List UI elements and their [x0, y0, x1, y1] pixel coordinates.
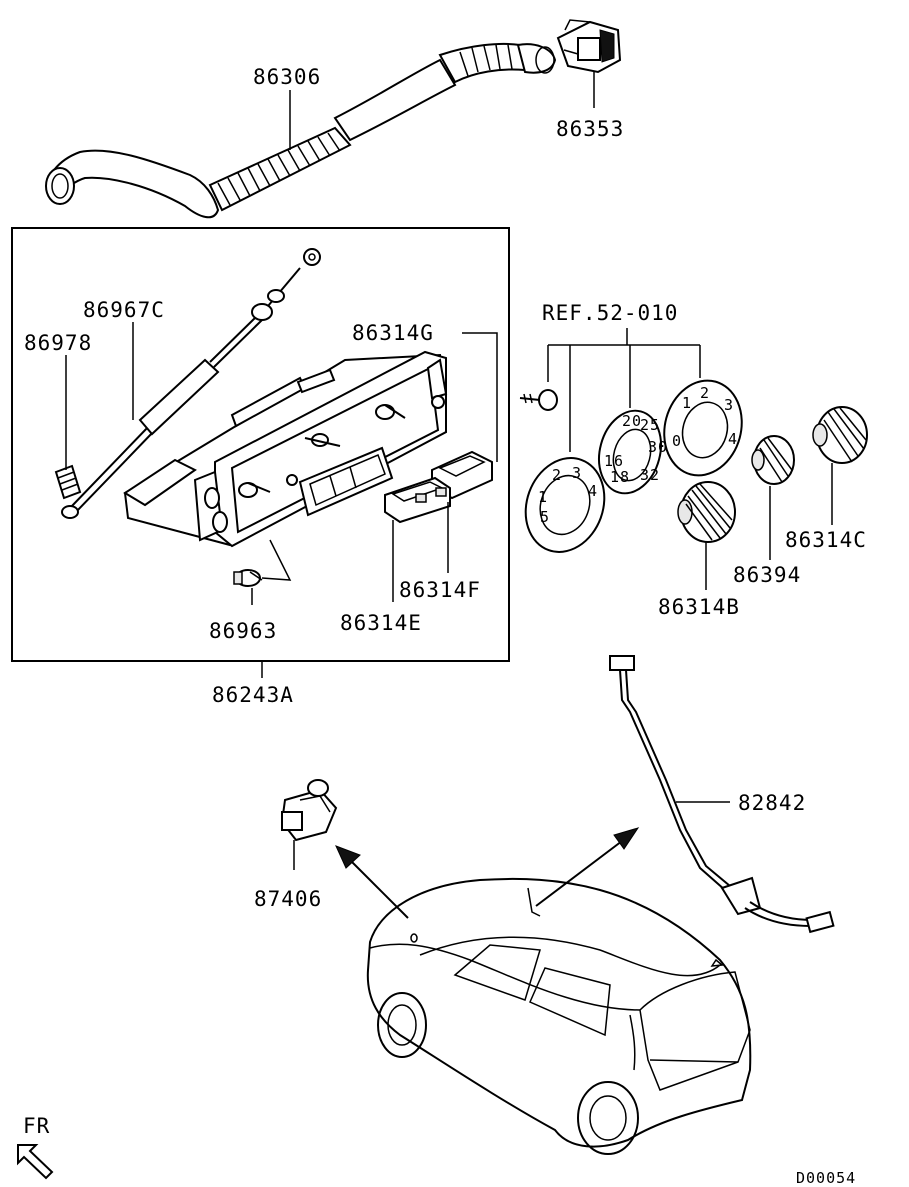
heater-duct-hose: [45, 42, 557, 219]
label-87406: 87406: [254, 887, 322, 911]
label-86314B: 86314B: [658, 595, 740, 619]
mode-mark-4: 4: [588, 482, 598, 500]
fan-mark-1: 1: [682, 394, 692, 412]
temp-mark-20: 20: [622, 412, 642, 430]
temp-mark-16: 16: [604, 452, 624, 470]
label-fr: FR: [23, 1114, 50, 1138]
screw: [519, 389, 558, 411]
label-82842: 82842: [738, 791, 806, 815]
fan-dial-plate: 0 1 2 3 4: [663, 379, 743, 477]
mode-mark-2: 2: [552, 466, 562, 484]
control-cable: [61, 248, 321, 519]
fan-mark-4: 4: [728, 430, 738, 448]
knob-86394: [751, 435, 795, 485]
sensor-location-arrow: [335, 845, 409, 919]
label-86963: 86963: [209, 619, 277, 643]
label-86314C: 86314C: [785, 528, 867, 552]
temp-mark-32: 32: [640, 466, 660, 484]
ref-leader-lines: [547, 328, 701, 452]
label-86243A: 86243A: [212, 683, 294, 707]
label-ref-52-010: REF.52-010: [542, 301, 678, 325]
mode-mark-3: 3: [572, 464, 582, 482]
temperature-dial-plate: 16 18 20 25 30 32: [598, 409, 668, 495]
temp-mark-18: 18: [610, 468, 630, 486]
sensor-87406: [280, 779, 338, 842]
fan-mark-0: 0: [672, 432, 682, 450]
label-86967C: 86967C: [83, 298, 165, 322]
temp-mark-30: 30: [648, 438, 668, 456]
label-86394: 86394: [733, 563, 801, 587]
wiring-harness-82842: [609, 655, 835, 934]
harness-location-arrow: [527, 827, 640, 917]
cable-clip: [54, 464, 82, 500]
label-86978: 86978: [24, 331, 92, 355]
mode-mark-5: 5: [540, 508, 550, 526]
mode-dial-plate: 1 2 3 4 5: [524, 457, 606, 553]
heater-control-unit: [123, 350, 448, 548]
switch-panel-group: [384, 450, 493, 524]
knob-86314C: [812, 406, 868, 464]
fan-mark-2: 2: [700, 384, 710, 402]
control-assembly-frame: [11, 227, 510, 662]
vehicle-outline: [366, 877, 752, 1155]
mode-mark-1: 1: [538, 488, 548, 506]
temp-mark-25: 25: [640, 416, 660, 434]
fan-mark-3: 3: [724, 396, 734, 414]
label-86306: 86306: [253, 65, 321, 89]
illumination-bulb: [233, 569, 263, 587]
front-direction-indicator: FR: [17, 1114, 54, 1180]
drawing-code: D00054: [796, 1169, 856, 1187]
label-86314E: 86314E: [340, 611, 422, 635]
label-86353: 86353: [556, 117, 624, 141]
duct-connector: [556, 19, 622, 74]
label-86314G: 86314G: [352, 321, 434, 345]
knob-86314B: [677, 481, 736, 543]
label-86314F: 86314F: [399, 578, 481, 602]
